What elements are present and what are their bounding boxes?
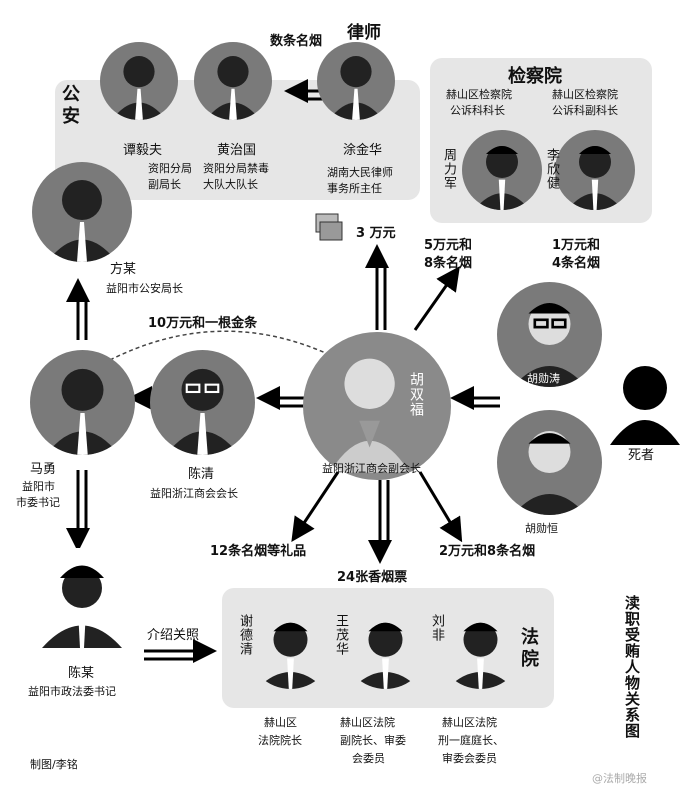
li-title2: 公诉科副科长 <box>552 104 618 117</box>
avatar-li <box>555 130 635 210</box>
avatar-huheng <box>497 410 602 515</box>
tu-name: 涂金华 <box>343 143 383 158</box>
introduce-label: 介绍关照 <box>147 628 200 643</box>
arrow-hu-to-zhou <box>413 266 460 331</box>
li-title1: 赫山区检察院 <box>552 88 618 101</box>
to-zhou-line2: 8条名烟 <box>424 256 473 271</box>
arrow-hu-to-gift-right <box>418 471 463 543</box>
avatar-fang <box>32 162 132 262</box>
money-stack-icon <box>315 213 343 241</box>
avatar-tan <box>100 42 178 120</box>
wang-title3: 会委员 <box>352 752 385 765</box>
mayong-name: 马勇 <box>30 462 57 477</box>
court-group-title: 法院 <box>521 627 539 670</box>
tu-title1: 湖南大民律师 <box>327 166 393 179</box>
chenqing-name: 陈清 <box>188 467 215 482</box>
avatar-chenmou <box>32 548 132 648</box>
liufei-title3: 审委会委员 <box>442 752 497 765</box>
gift-right: 2万元和8条名烟 <box>439 544 536 559</box>
xie-title2: 法院院长 <box>258 734 302 747</box>
liufei-title2: 刑一庭庭长、 <box>438 734 504 747</box>
liufei-title1: 赫山区法院 <box>442 716 497 729</box>
gift-mid: 24张香烟票 <box>337 570 408 585</box>
avatar-wang <box>343 604 428 689</box>
tu-title2: 事务所主任 <box>327 182 382 195</box>
fang-name: 方某 <box>110 262 137 277</box>
huang-name: 黄治国 <box>217 143 257 158</box>
avatar-hu <box>303 332 451 480</box>
fang-title: 益阳市公安局长 <box>106 282 183 295</box>
gift-left: 12条名烟等礼品 <box>210 544 307 559</box>
tan-title2: 副局长 <box>148 178 181 191</box>
huheng-name: 胡勋恒 <box>525 522 558 535</box>
wang-title1: 赫山区法院 <box>340 716 395 729</box>
tan-title1: 资阳分局 <box>148 162 192 175</box>
zhou-title2: 公诉科科长 <box>450 104 505 117</box>
hu-title: 益阳浙江商会副会长 <box>322 462 421 475</box>
avatar-huang <box>194 42 272 120</box>
to-zhou-line1: 5万元和 <box>424 238 473 253</box>
avatar-liufei <box>438 604 523 689</box>
mayong-title2: 市委书记 <box>16 496 60 509</box>
tan-name: 谭毅夫 <box>123 143 163 158</box>
hutao-name: 胡勋涛 <box>527 372 560 385</box>
huang-title1: 资阳分局禁毒 <box>203 162 269 175</box>
mayong-title1: 益阳市 <box>22 480 55 493</box>
to-lawyer-gift: 数条名烟 <box>270 34 323 49</box>
procuratorate-group-title: 检察院 <box>508 66 562 87</box>
zhou-title1: 赫山区检察院 <box>446 88 512 101</box>
police-group-title: 公安 <box>62 84 80 127</box>
to-li-line1: 1万元和 <box>552 238 601 253</box>
avatar-hutao <box>497 282 602 387</box>
hu-name: 胡双福 <box>408 372 424 417</box>
to-lawyer-amount: 3 万元 <box>356 226 396 241</box>
wang-name: 王茂华 <box>333 614 348 656</box>
avatar-zhou <box>462 130 542 210</box>
side-title: 渎职受贿人物关系图 <box>623 595 641 739</box>
dashed-arc-to-mayong <box>109 330 331 361</box>
avatar-xie <box>248 604 333 689</box>
to-li-line2: 4条名烟 <box>552 256 601 271</box>
avatar-tu <box>317 42 395 120</box>
huang-title2: 大队大队长 <box>203 178 258 191</box>
li-name: 李欣健 <box>544 148 559 190</box>
xie-name: 谢德清 <box>237 614 252 656</box>
liufei-name: 刘非 <box>429 614 444 642</box>
watermark: @法制晚报 <box>592 772 647 785</box>
zhou-name: 周力军 <box>441 148 456 190</box>
to-mayong-amount: 10万元和一根金条 <box>148 316 258 331</box>
credit: 制图/李铭 <box>30 758 78 771</box>
avatar-chenqing <box>150 350 255 455</box>
wang-title2: 副院长、审委 <box>340 734 406 747</box>
chenmou-name: 陈某 <box>68 666 95 681</box>
lawyer-label: 律师 <box>347 23 381 43</box>
chenqing-title: 益阳浙江商会会长 <box>150 487 238 500</box>
dead-label: 死者 <box>628 448 655 463</box>
avatar-mayong <box>30 350 135 455</box>
chenmou-title: 益阳市政法委书记 <box>28 685 116 698</box>
xie-title1: 赫山区 <box>264 716 297 729</box>
arrow-hu-to-gift-left <box>291 471 340 542</box>
